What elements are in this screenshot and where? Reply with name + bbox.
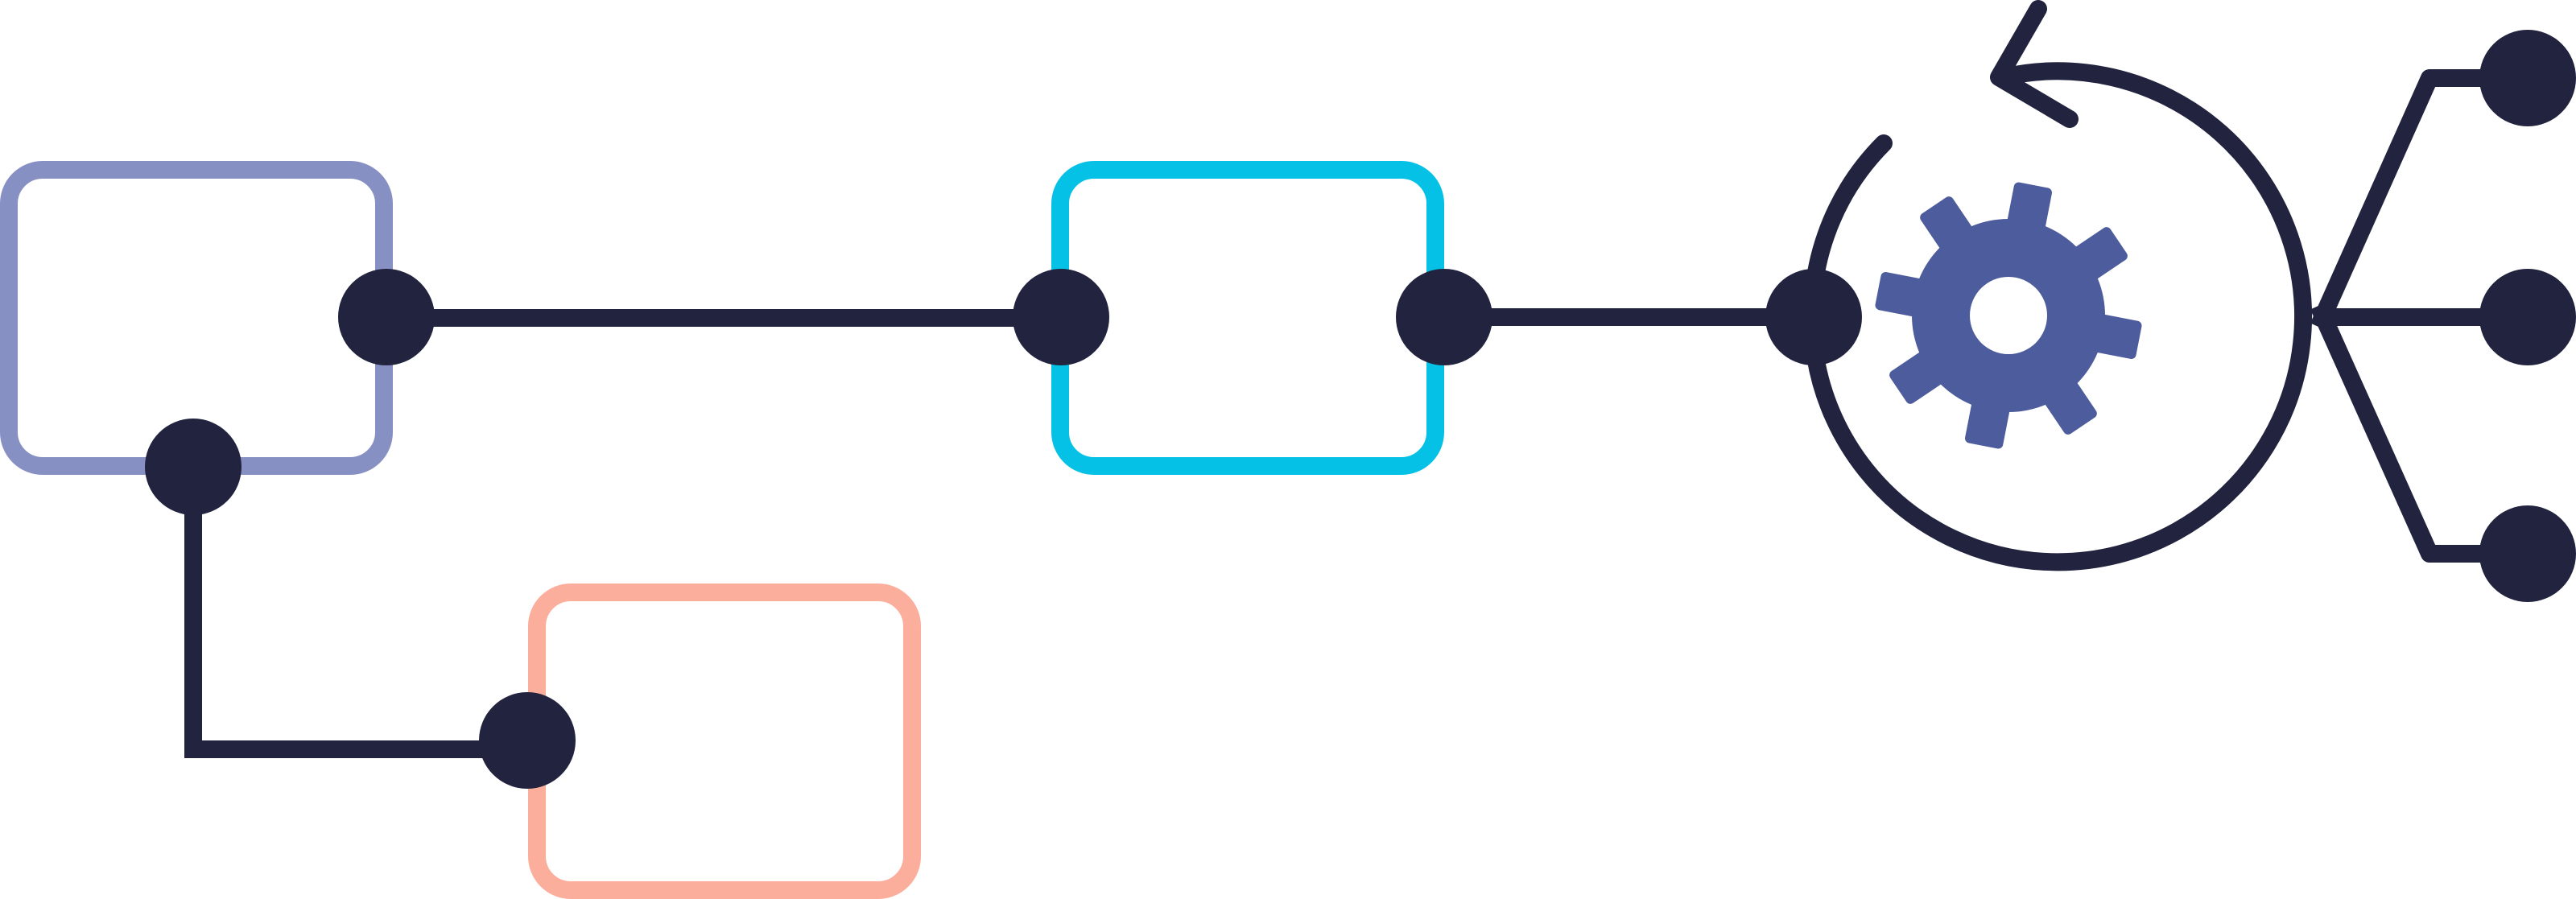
gear-tooth	[1964, 387, 2013, 449]
node-output-middle[interactable]	[2479, 269, 2576, 365]
nodes	[145, 30, 2576, 789]
node-purple-bottom[interactable]	[145, 419, 242, 515]
gear-hole	[1970, 277, 2047, 354]
box-salmon	[528, 584, 921, 899]
connector-purple-salmon	[184, 467, 527, 758]
node-output-top[interactable]	[2479, 30, 2576, 126]
gear-tooth	[2080, 311, 2142, 360]
node-output-bottom[interactable]	[2479, 505, 2576, 602]
node-cyan-right[interactable]	[1396, 269, 1492, 365]
gear-tooth	[2004, 182, 2053, 244]
box-cyan	[1051, 161, 1444, 475]
node-cyan-left[interactable]	[1013, 269, 1109, 365]
gear-tooth	[1889, 344, 1955, 404]
node-gear-input[interactable]	[1765, 269, 1862, 365]
cycle-arrowhead	[1990, 0, 2079, 128]
node-salmon-left[interactable]	[479, 692, 576, 789]
output-connector-bottom	[2310, 302, 2496, 563]
gear-icon	[1875, 182, 2142, 449]
output-connector-top	[2310, 69, 2496, 331]
connectors	[184, 308, 1809, 758]
node-purple-right[interactable]	[338, 269, 435, 365]
output-connectors	[2310, 69, 2496, 563]
gear-tooth	[2062, 227, 2128, 287]
gear-tooth	[1920, 196, 1980, 262]
gear-tooth	[2037, 369, 2097, 435]
gear-tooth	[1875, 271, 1937, 320]
